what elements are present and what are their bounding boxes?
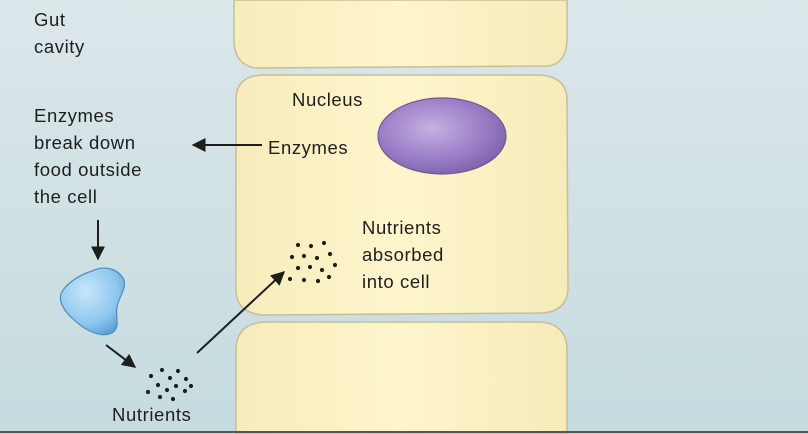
nutrient-dots-outside (145, 367, 194, 402)
cell-bottom (235, 321, 568, 434)
enzyme-function-line: the cell (34, 186, 98, 207)
enzyme-function-line: break down (34, 132, 136, 153)
enzyme-function-label: Enzymes break down food outside the cell (34, 102, 142, 210)
enzyme-function-line: food outside (34, 159, 143, 180)
gut-cavity-label: Gut cavity (34, 6, 85, 60)
nutrients-absorbed-line: absorbed (362, 244, 444, 265)
arrow-nutrients-into-cell (196, 271, 286, 354)
food-particle (59, 267, 126, 336)
nutrients-absorbed-line: Nutrients (362, 217, 442, 238)
enzyme-function-line: Enzymes (34, 105, 115, 126)
gut-cavity-line: Gut (34, 9, 66, 30)
gut-cavity-line: cavity (34, 36, 85, 57)
enzymes-label: Enzymes (268, 137, 349, 158)
nutrient-dots-inside (287, 240, 338, 284)
nutrients-absorbed-label: Nutrients absorbed into cell (362, 214, 444, 295)
arrow-food-to-nutrients (105, 344, 137, 368)
nutrients-label: Nutrients (112, 404, 192, 425)
nutrients-absorbed-line: into cell (362, 271, 431, 292)
nucleus-label: Nucleus (292, 89, 364, 110)
cell-top (233, 0, 568, 69)
nucleus-shape (377, 97, 507, 175)
